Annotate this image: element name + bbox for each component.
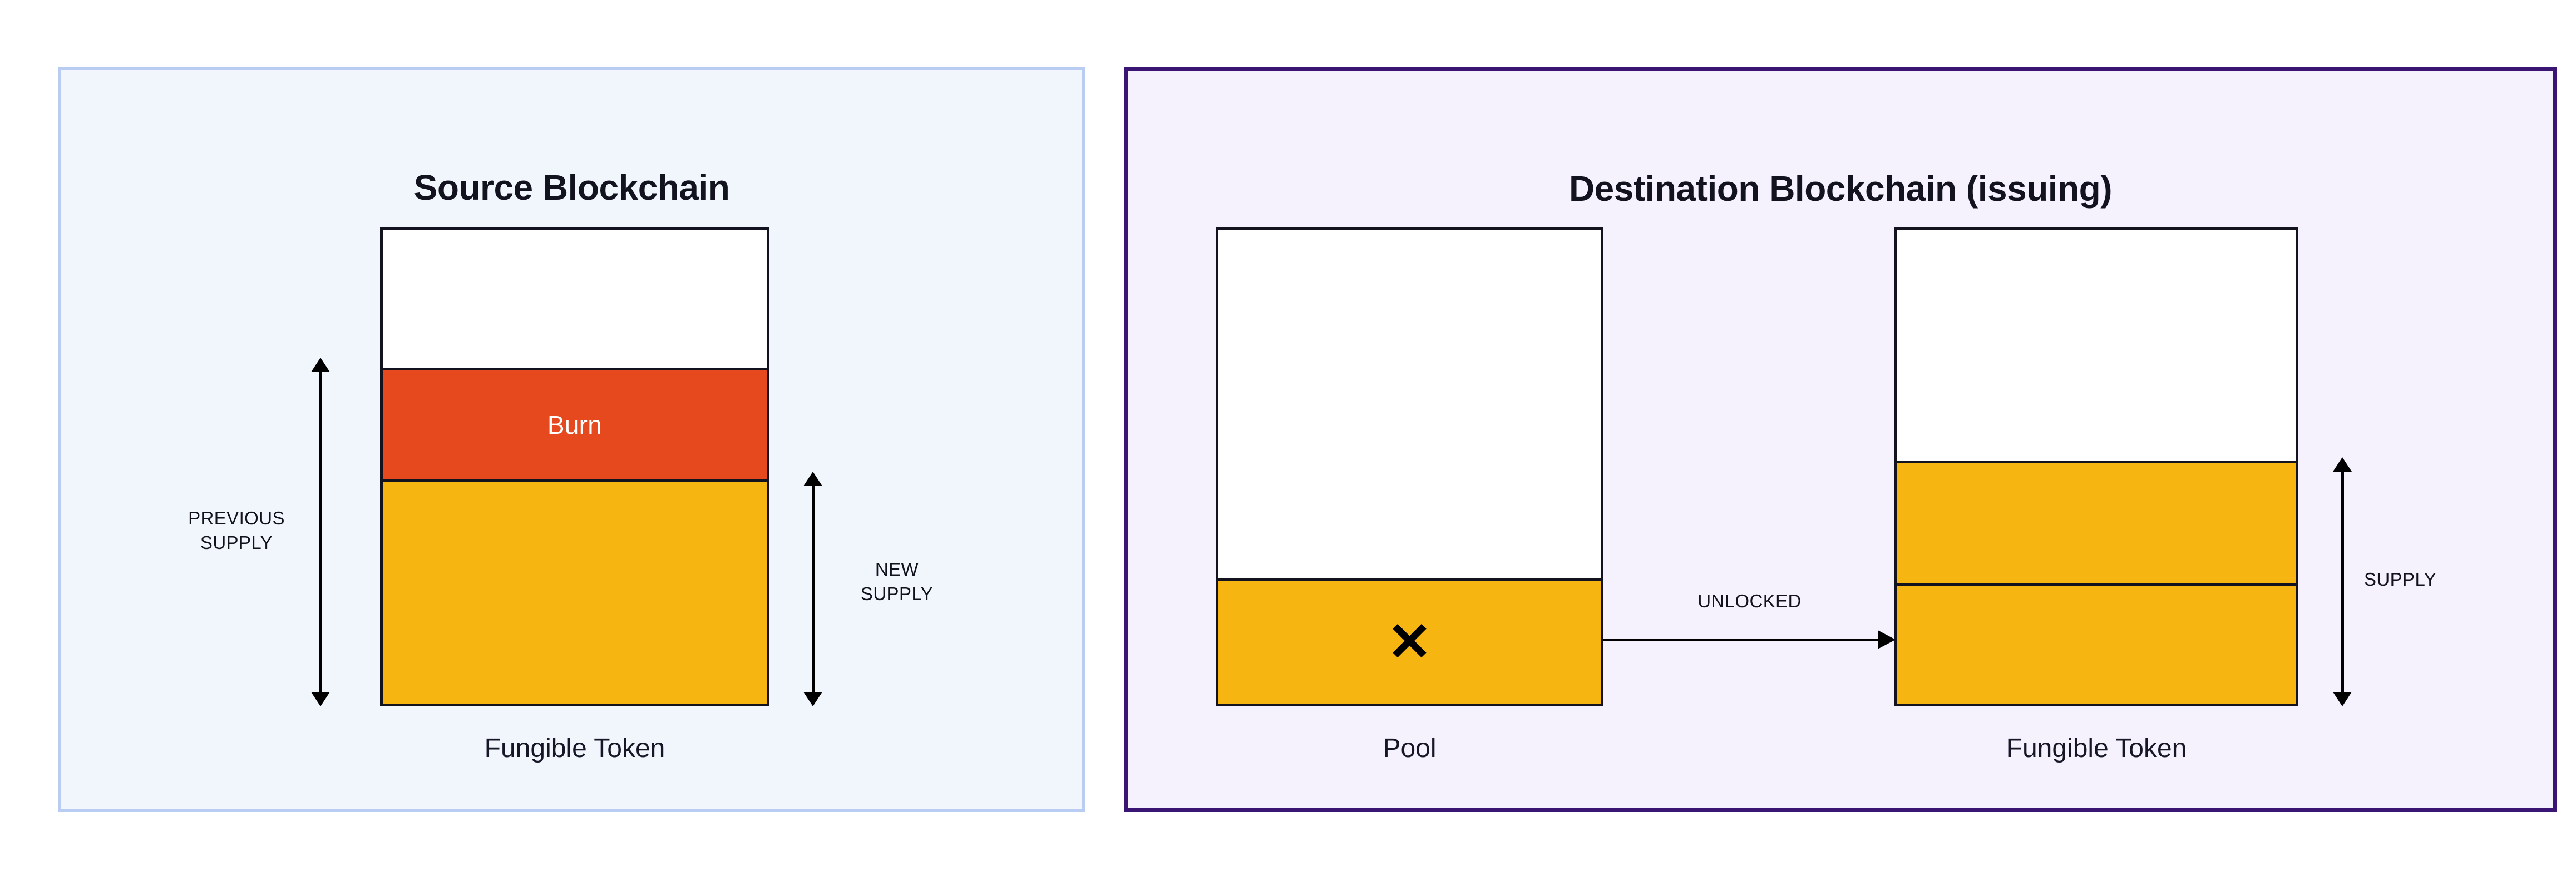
source-fungible-token-caption: Fungible Token [484,734,665,763]
previous-supply-label: PREVIOUS SUPPLY [188,508,285,553]
cross-x-icon: ✕ [1387,612,1432,672]
unlocked-flow-arrow [1603,630,1896,649]
destination-bar-segment-newly-unlocked [1897,461,2296,583]
unlocked-flow-label: UNLOCKED [1697,591,1802,611]
arrow-shaft [2341,467,2344,697]
destination-bar-segment-existing-supply [1897,583,2296,704]
destination-fungible-token-bar [1894,227,2298,706]
arrow-head-right-icon [1878,630,1896,649]
pool-bar: ✕ [1216,227,1603,706]
new-supply-label: NEW SUPPLY [860,559,934,604]
arrow-head-down-icon [311,692,330,706]
supply-label: SUPPLY [2364,569,2437,590]
arrow-shaft [1603,639,1879,641]
pool-bar-caption: Pool [1383,734,1437,763]
supply-measure-arrow [2333,457,2352,706]
destination-panel-title: Destination Blockchain (issuing) [1568,169,2113,209]
previous-supply-measure-arrow [311,358,330,706]
pool-bar-segment-headroom [1218,230,1601,578]
source-fungible-token-bar: Burn [380,227,769,706]
destination-fungible-token-caption: Fungible Token [2006,734,2187,763]
arrow-head-down-icon [803,692,822,706]
source-bar-segment-burn: Burn [383,368,767,479]
source-panel-title: Source Blockchain [413,167,730,207]
arrow-shaft [319,367,322,697]
new-supply-measure-arrow [803,472,822,706]
burn-segment-label: Burn [547,410,603,439]
source-bar-segment-remaining-supply [383,479,767,704]
arrow-head-down-icon [2333,692,2352,706]
source-bar-segment-headroom [383,230,767,368]
pool-bar-segment-locked-tokens: ✕ [1218,578,1601,704]
destination-bar-segment-headroom [1897,230,2296,461]
arrow-shaft [812,481,815,697]
